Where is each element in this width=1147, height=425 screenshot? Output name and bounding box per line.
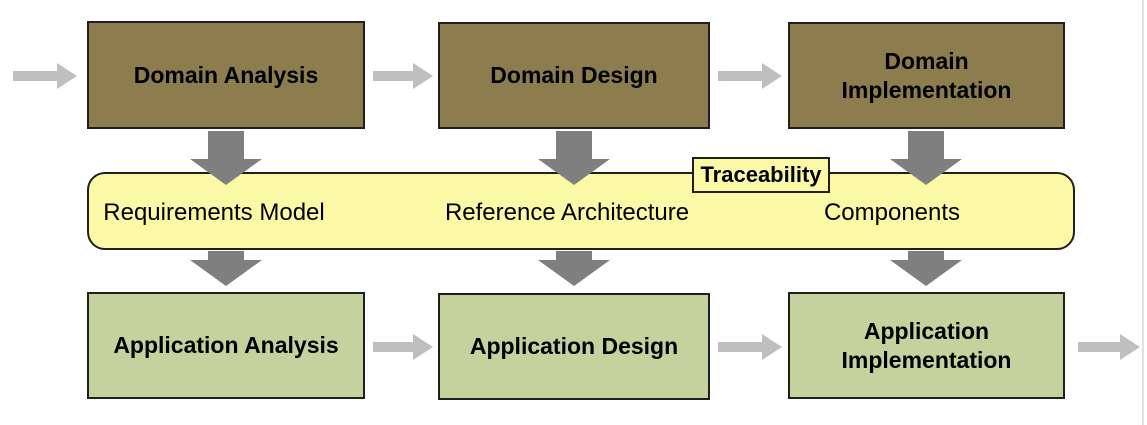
flow-out-arrow-icon — [1078, 334, 1140, 360]
components-down-arrow-icon — [890, 251, 962, 286]
domain-implementation-box: Domain Implementation — [788, 22, 1065, 129]
top-flow-arrow-2-icon — [718, 63, 782, 89]
requirements-down-arrow-icon — [190, 251, 262, 286]
bottom-flow-arrow-2-icon — [718, 334, 782, 360]
requirements-model-label: Requirements Model — [103, 199, 325, 226]
application-implementation-box: Application Implementation — [788, 292, 1065, 399]
domain-design-box: Domain Design — [438, 22, 710, 129]
traceability-tag: Traceability — [692, 157, 830, 193]
domain-analysis-box: Domain Analysis — [87, 21, 365, 129]
reference-architecture-label: Reference Architecture — [444, 199, 690, 226]
top-flow-arrow-1-icon — [373, 63, 433, 89]
application-analysis-box: Application Analysis — [87, 292, 365, 399]
page-right-edge — [1142, 0, 1144, 425]
traceability-bar: Requirements Model Reference Architectur… — [87, 172, 1075, 250]
components-label: Components — [823, 199, 961, 226]
bottom-flow-arrow-1-icon — [373, 334, 433, 360]
architecture-down-arrow-icon — [538, 251, 610, 286]
application-design-box: Application Design — [438, 293, 710, 400]
flow-in-arrow-icon — [13, 63, 77, 89]
